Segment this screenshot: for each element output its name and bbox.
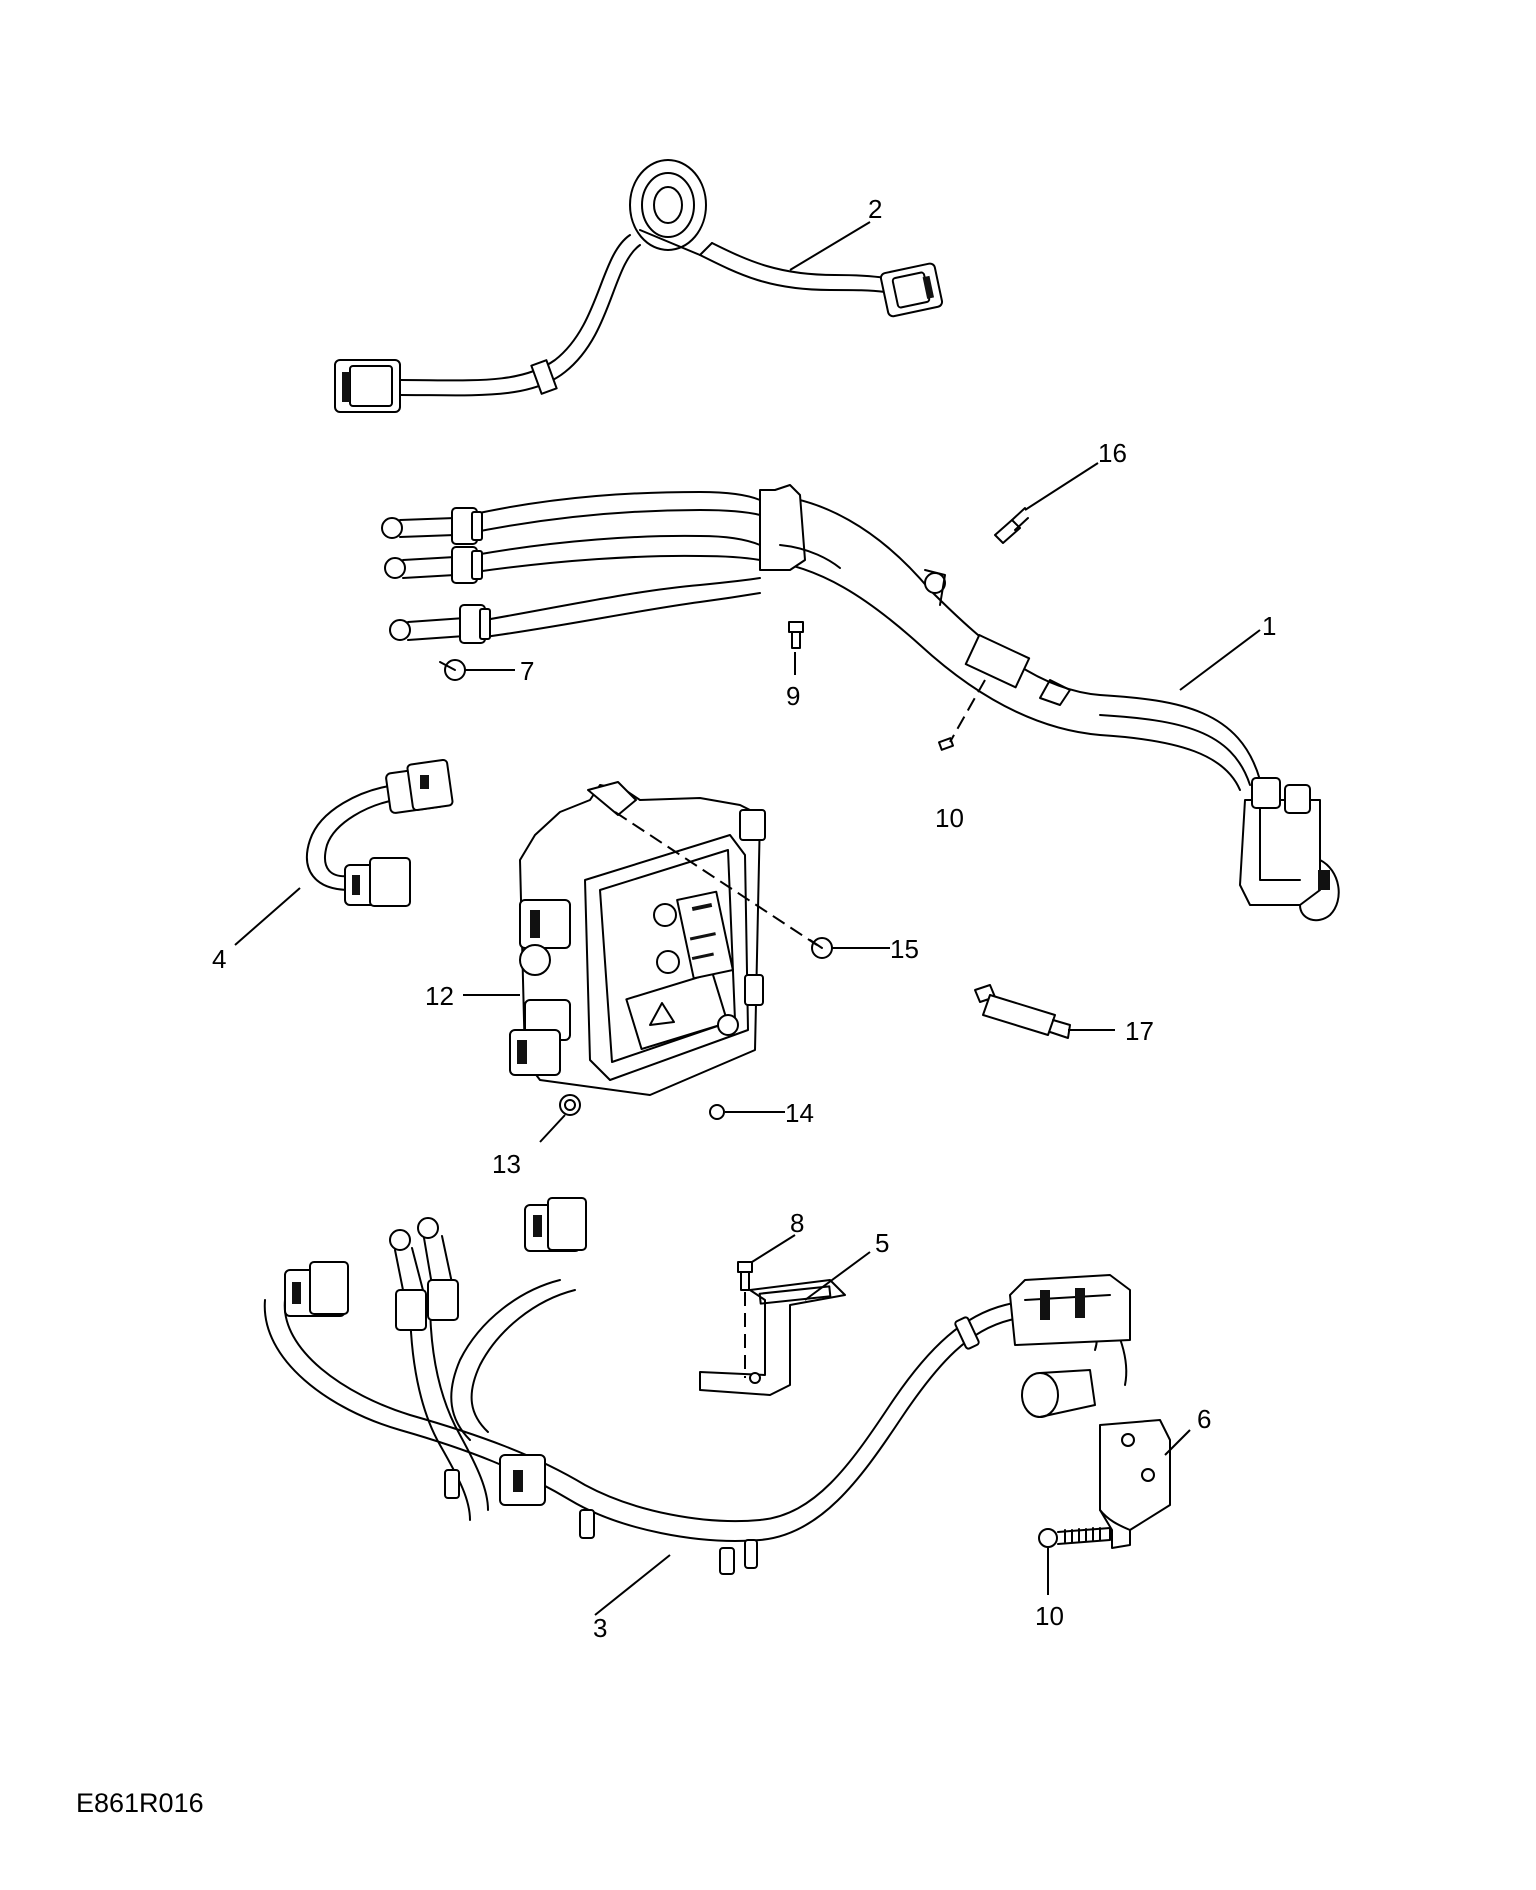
harness-part-4 [305, 758, 454, 907]
callout-5: 5 [875, 1228, 889, 1258]
screw-part-8 [737, 1261, 753, 1291]
bolt-part-10-lower [1038, 1527, 1111, 1548]
callout-9: 9 [786, 681, 800, 711]
fuse-part-17 [974, 984, 1071, 1039]
callout-1: 1 [1262, 611, 1276, 641]
bracket-part-6 [1099, 1419, 1171, 1549]
callout-3: 3 [593, 1613, 607, 1643]
bolt-part-7 [439, 659, 466, 681]
callout-14: 14 [785, 1098, 814, 1128]
harness-part-1 [381, 484, 1340, 922]
diagram-code: E861R016 [76, 1788, 204, 1818]
bolt-part-15 [809, 937, 833, 959]
callout-8: 8 [790, 1208, 804, 1238]
harness-part-2 [334, 159, 944, 413]
callout-4: 4 [212, 944, 226, 974]
callout-17: 17 [1125, 1016, 1154, 1046]
callout-2: 2 [868, 194, 882, 224]
callout-10-upper: 10 [935, 803, 964, 833]
screw-part-9 [788, 621, 804, 649]
callout-13: 13 [492, 1149, 521, 1179]
bracket-part-5 [699, 1279, 846, 1396]
harness-part-3 [263, 1197, 1131, 1575]
callout-7: 7 [520, 656, 534, 686]
nut-part-13 [559, 1094, 581, 1116]
callout-10-lower: 10 [1035, 1601, 1064, 1631]
callout-15: 15 [890, 934, 919, 964]
installation-lines [614, 679, 986, 1378]
leader-lines [234, 221, 1261, 1616]
module-part-12 [509, 781, 766, 1096]
callout-12: 12 [425, 981, 454, 1011]
callout-16: 16 [1098, 438, 1127, 468]
stud-part-16 [994, 507, 1029, 544]
callouts: 1 2 3 4 5 6 7 8 9 10 10 12 13 14 15 16 1… [212, 194, 1276, 1643]
screw-part-14 [709, 1104, 725, 1120]
callout-6: 6 [1197, 1404, 1211, 1434]
